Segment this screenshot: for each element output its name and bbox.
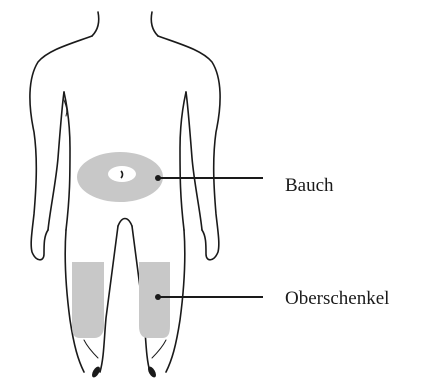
thigh-injection-zones [72, 262, 170, 338]
thigh-callout [155, 294, 263, 300]
thigh-zone-right [139, 262, 170, 338]
thigh-zone-left [72, 262, 104, 338]
abdomen-label: Bauch [285, 175, 334, 196]
abdomen-callout [155, 175, 263, 181]
thigh-label: Oberschenkel [285, 288, 389, 309]
abdomen-injection-zone [77, 152, 163, 202]
